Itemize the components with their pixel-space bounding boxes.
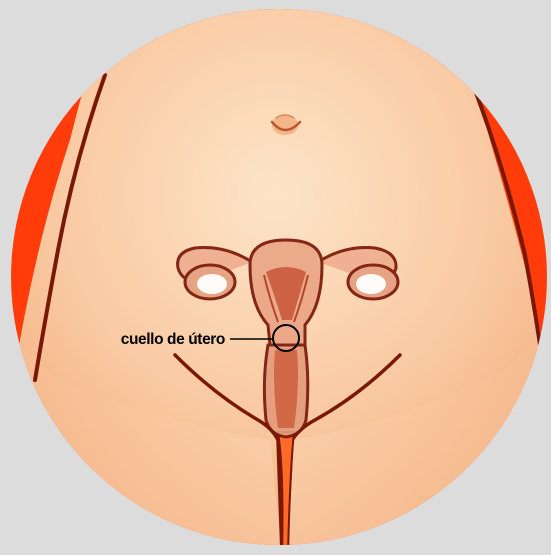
right-ovary [348,265,398,299]
cervix-label: cuello de útero [121,331,225,348]
left-ovary [185,265,235,299]
